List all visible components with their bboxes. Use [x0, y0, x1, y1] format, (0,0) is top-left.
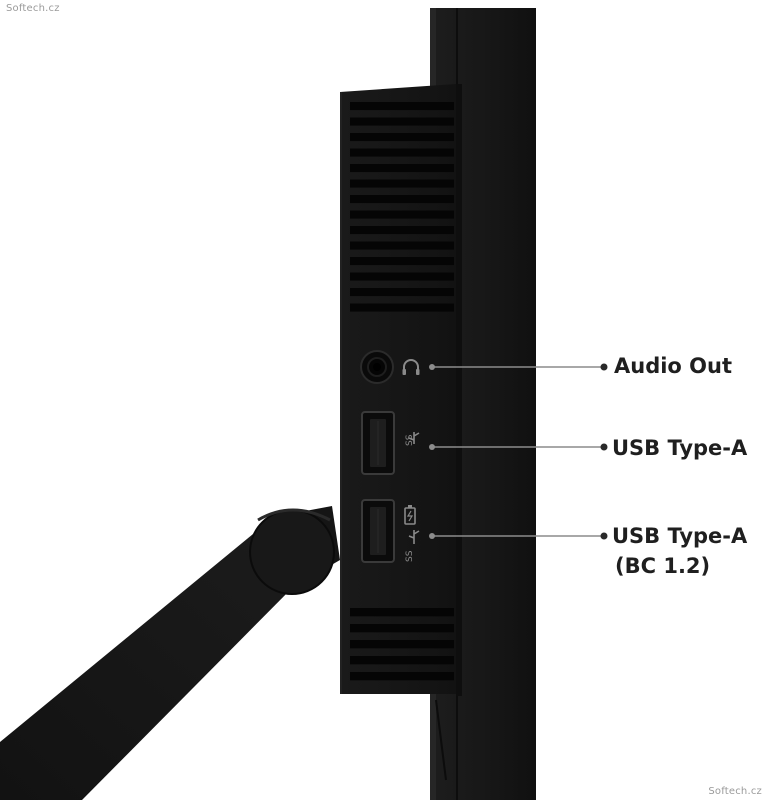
vent-slot — [350, 179, 454, 188]
vent-slot — [350, 241, 454, 250]
usb-a-port-1 — [361, 411, 395, 475]
headphone-icon — [402, 359, 420, 375]
vent-slot — [350, 133, 454, 142]
vent-grille-bottom — [350, 608, 454, 681]
vent-slot — [350, 656, 454, 665]
vent-slot — [350, 210, 454, 219]
vent-slot — [350, 148, 454, 157]
vent-slot — [350, 608, 454, 617]
vent-slot — [350, 303, 454, 312]
usb-ss-icon-2: SS — [405, 530, 420, 562]
watermark-bottom: Softech.cz — [708, 786, 762, 797]
callout-lines — [429, 363, 608, 540]
usb-a-port-2 — [361, 499, 395, 563]
watermark-top: Softech.cz — [6, 3, 60, 14]
vent-slot — [350, 624, 454, 633]
usb-ss-icon: SS — [405, 432, 420, 446]
vent-slot — [350, 102, 454, 111]
vent-slot — [350, 672, 454, 681]
vent-grille-top — [350, 102, 454, 312]
vent-slot — [350, 195, 454, 204]
callout-label-bc-1-2: (BC 1.2) — [615, 554, 711, 578]
vent-slot — [350, 117, 454, 126]
vent-slot — [350, 640, 454, 649]
vent-slot — [350, 226, 454, 235]
battery-charging-icon — [404, 505, 416, 525]
stand-arm — [0, 506, 340, 800]
io-box — [340, 84, 462, 696]
vent-slot — [350, 272, 454, 281]
vent-slot — [350, 288, 454, 297]
arm-hinge — [250, 510, 334, 594]
callout-label-usb-type-a: USB Type-A — [612, 436, 748, 460]
callout-label-usb-type-a-bc: USB Type-A — [612, 524, 748, 548]
svg-text:SS: SS — [405, 434, 415, 446]
vent-slot — [350, 257, 454, 266]
svg-text:SS: SS — [405, 550, 415, 562]
audio-out-port — [360, 350, 394, 384]
callout-label-audio-out: Audio Out — [614, 354, 733, 378]
vent-slot — [350, 164, 454, 173]
